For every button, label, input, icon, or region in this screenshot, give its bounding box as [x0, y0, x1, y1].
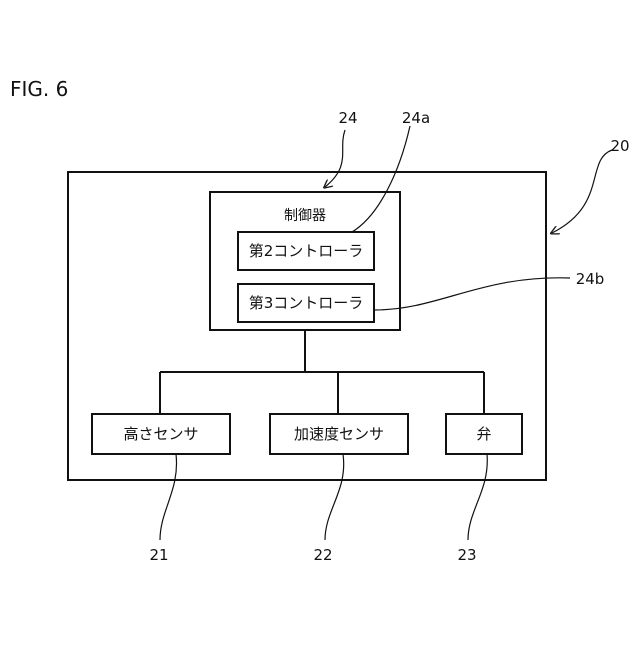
- device-arrow: [552, 150, 612, 233]
- ref-controller: 24: [338, 109, 357, 127]
- ref-height-sensor: 21: [149, 546, 168, 564]
- valve-label: 弁: [476, 425, 491, 443]
- ref-third-controller: 24b: [576, 270, 605, 288]
- height-sensor-label: 高さセンサ: [123, 425, 198, 443]
- ref-second-controller: 24a: [402, 109, 430, 127]
- ref-valve: 23: [457, 546, 476, 564]
- third-controller-label: 第3コントローラ: [249, 294, 364, 312]
- figure-label: FIG. 6: [10, 77, 68, 101]
- second-controller-label: 第2コントローラ: [249, 242, 364, 260]
- controller-title: 制御器: [284, 208, 326, 224]
- acceleration-sensor-label: 加速度センサ: [294, 425, 384, 443]
- ref-acceleration-sensor: 22: [313, 546, 332, 564]
- ref-device: 20: [610, 137, 629, 155]
